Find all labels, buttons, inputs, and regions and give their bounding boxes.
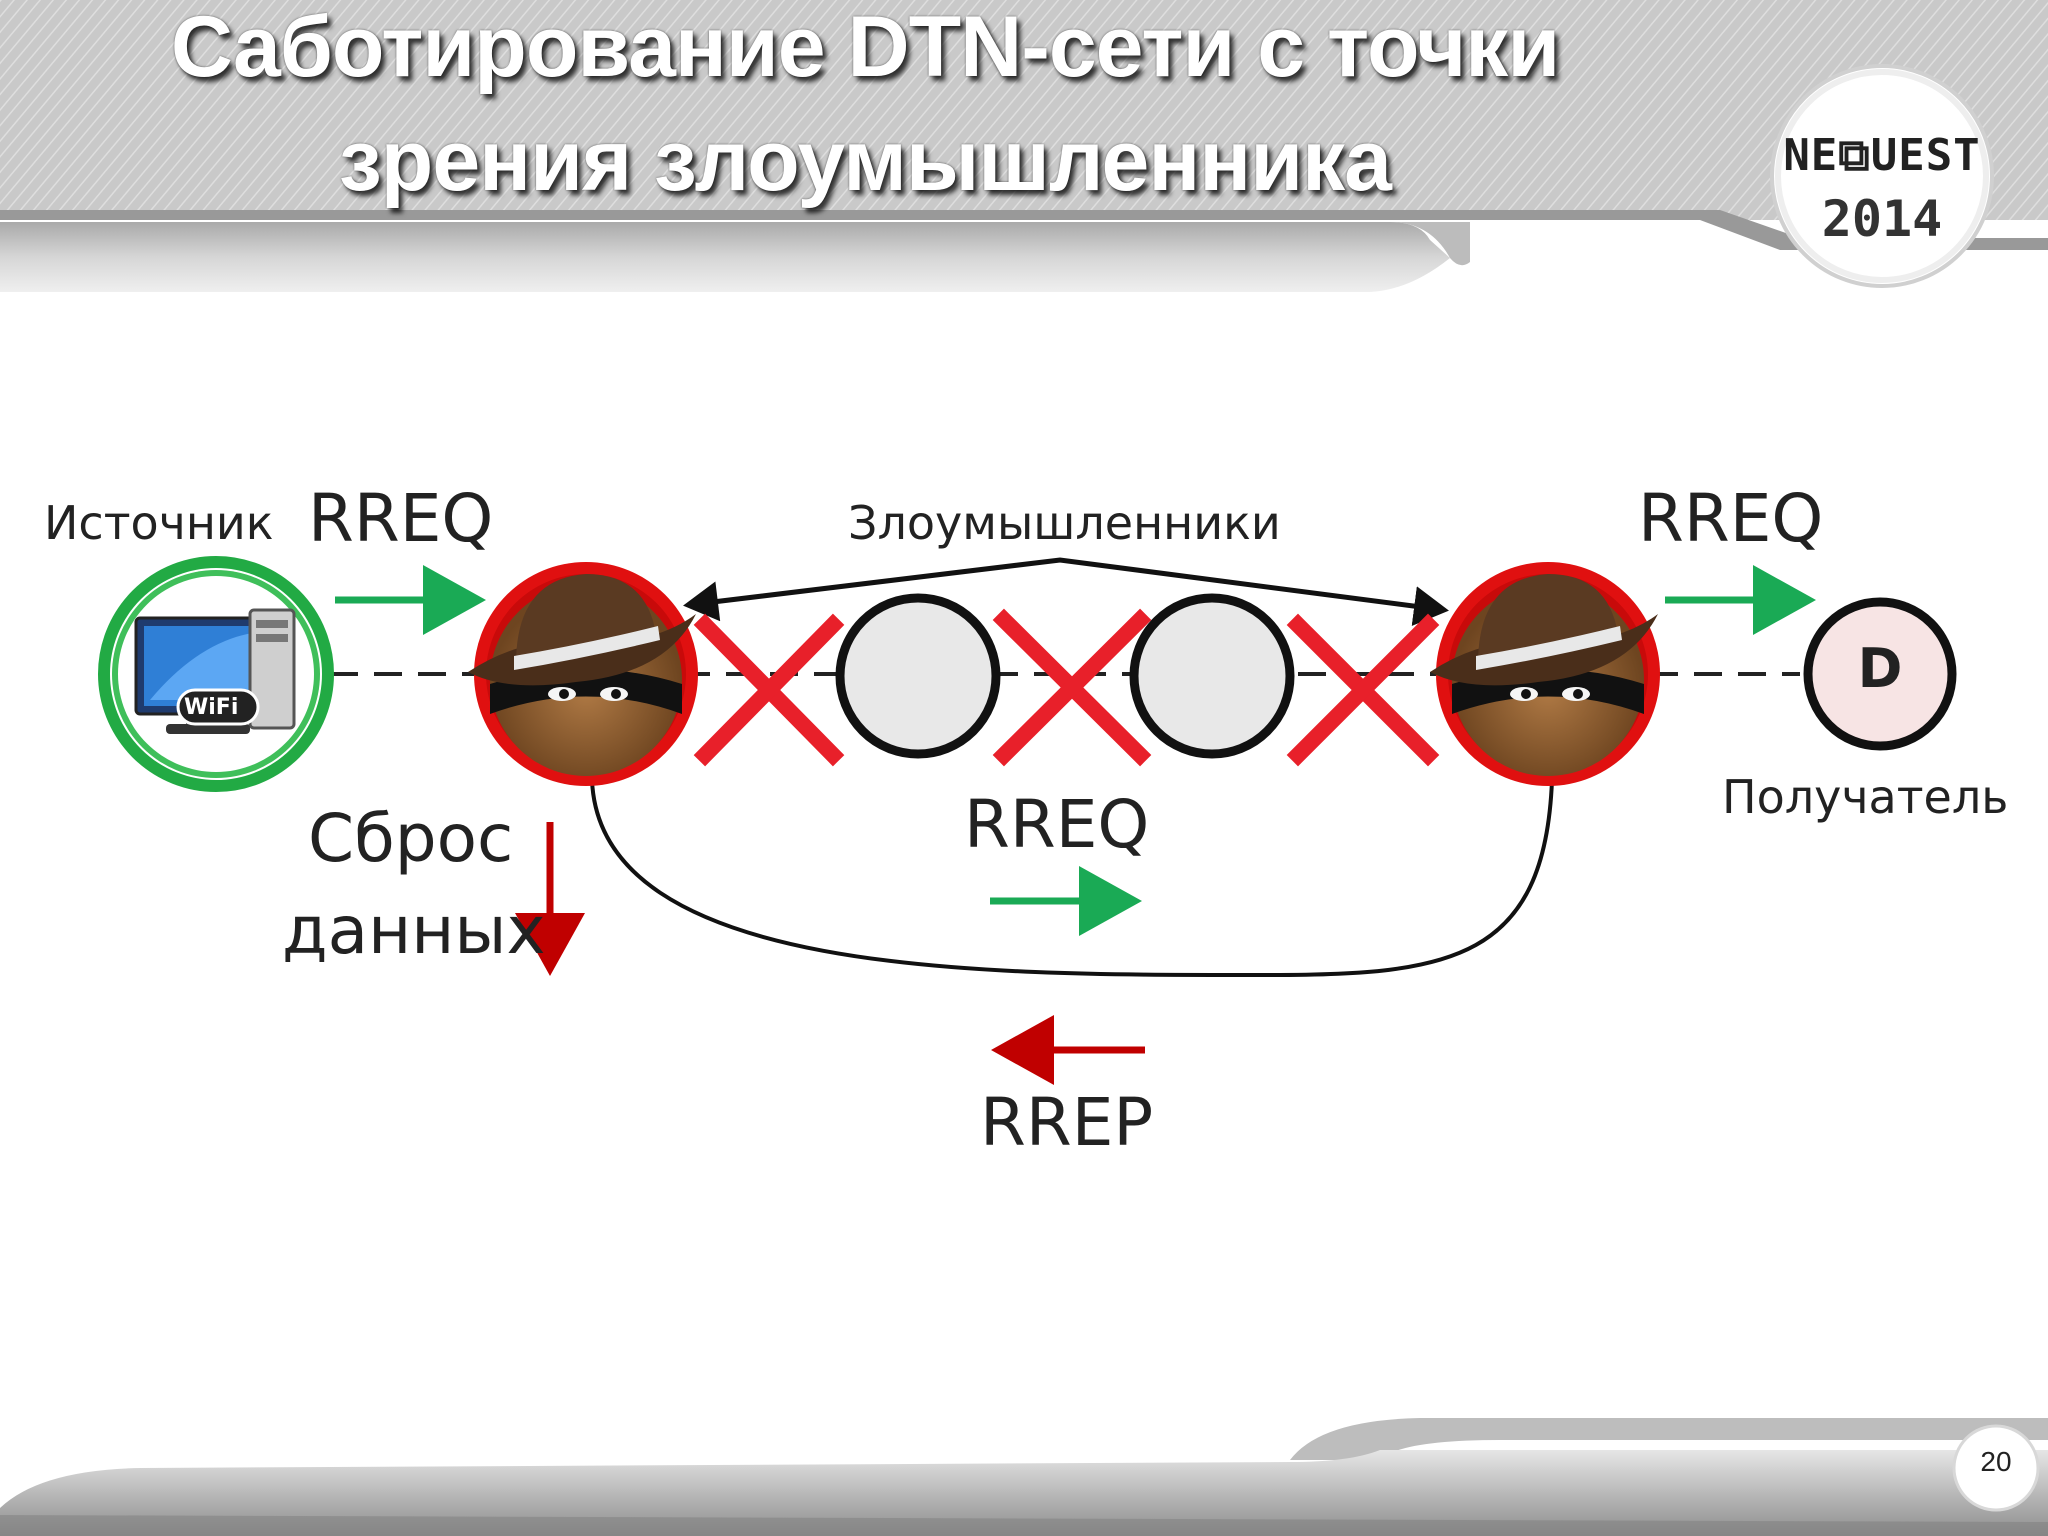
- header-band: [0, 0, 2048, 292]
- source-node: [98, 556, 334, 792]
- slide-title-line-1: Саботирование DTN-сети с точки: [170, 0, 1560, 95]
- attacker-node-left: [468, 562, 698, 786]
- attackers-label: Злоумышленники: [848, 496, 1281, 550]
- data-drop-label-line-1: Сброс: [308, 800, 514, 877]
- broken-link-cross-1: [693, 613, 845, 767]
- logo-text-name: NE⧉UEST: [1783, 130, 1981, 181]
- receiver-node-letter: D: [1857, 637, 1903, 700]
- logo-badge: [1770, 64, 1994, 288]
- rreq-label-left: RREQ: [308, 480, 494, 557]
- page-number-badge: [1952, 1424, 2040, 1512]
- hat-icon: [1430, 574, 1658, 686]
- rrep-label: RREP: [980, 1084, 1154, 1161]
- footer-band: [0, 1418, 2048, 1536]
- relay-node-2: [1129, 593, 1295, 759]
- attacker-node-right: [1430, 562, 1660, 786]
- relay-node-1: [835, 593, 1001, 759]
- logo-text-year: 2014: [1821, 190, 1943, 248]
- wifi-badge-text: WiFi: [184, 695, 239, 720]
- receiver-node: [1803, 597, 1957, 751]
- broken-link-cross-3: [1286, 613, 1440, 767]
- attackers-pointer: [683, 557, 1449, 626]
- page-number: 20: [1980, 1446, 2012, 1477]
- broken-link-cross-2: [992, 608, 1152, 767]
- hat-icon: [468, 574, 696, 686]
- rreq-label-right: RREQ: [1638, 480, 1824, 557]
- tunnel-curve: [590, 779, 1554, 978]
- receiver-label: Получатель: [1722, 770, 2009, 824]
- slide-title-line-2: зрения злоумышленника: [339, 113, 1392, 209]
- rreq-label-middle: RREQ: [964, 786, 1150, 863]
- data-drop-label-line-2: данных: [282, 892, 546, 969]
- source-label: Источник: [44, 496, 274, 550]
- wifi-badge: [176, 688, 260, 726]
